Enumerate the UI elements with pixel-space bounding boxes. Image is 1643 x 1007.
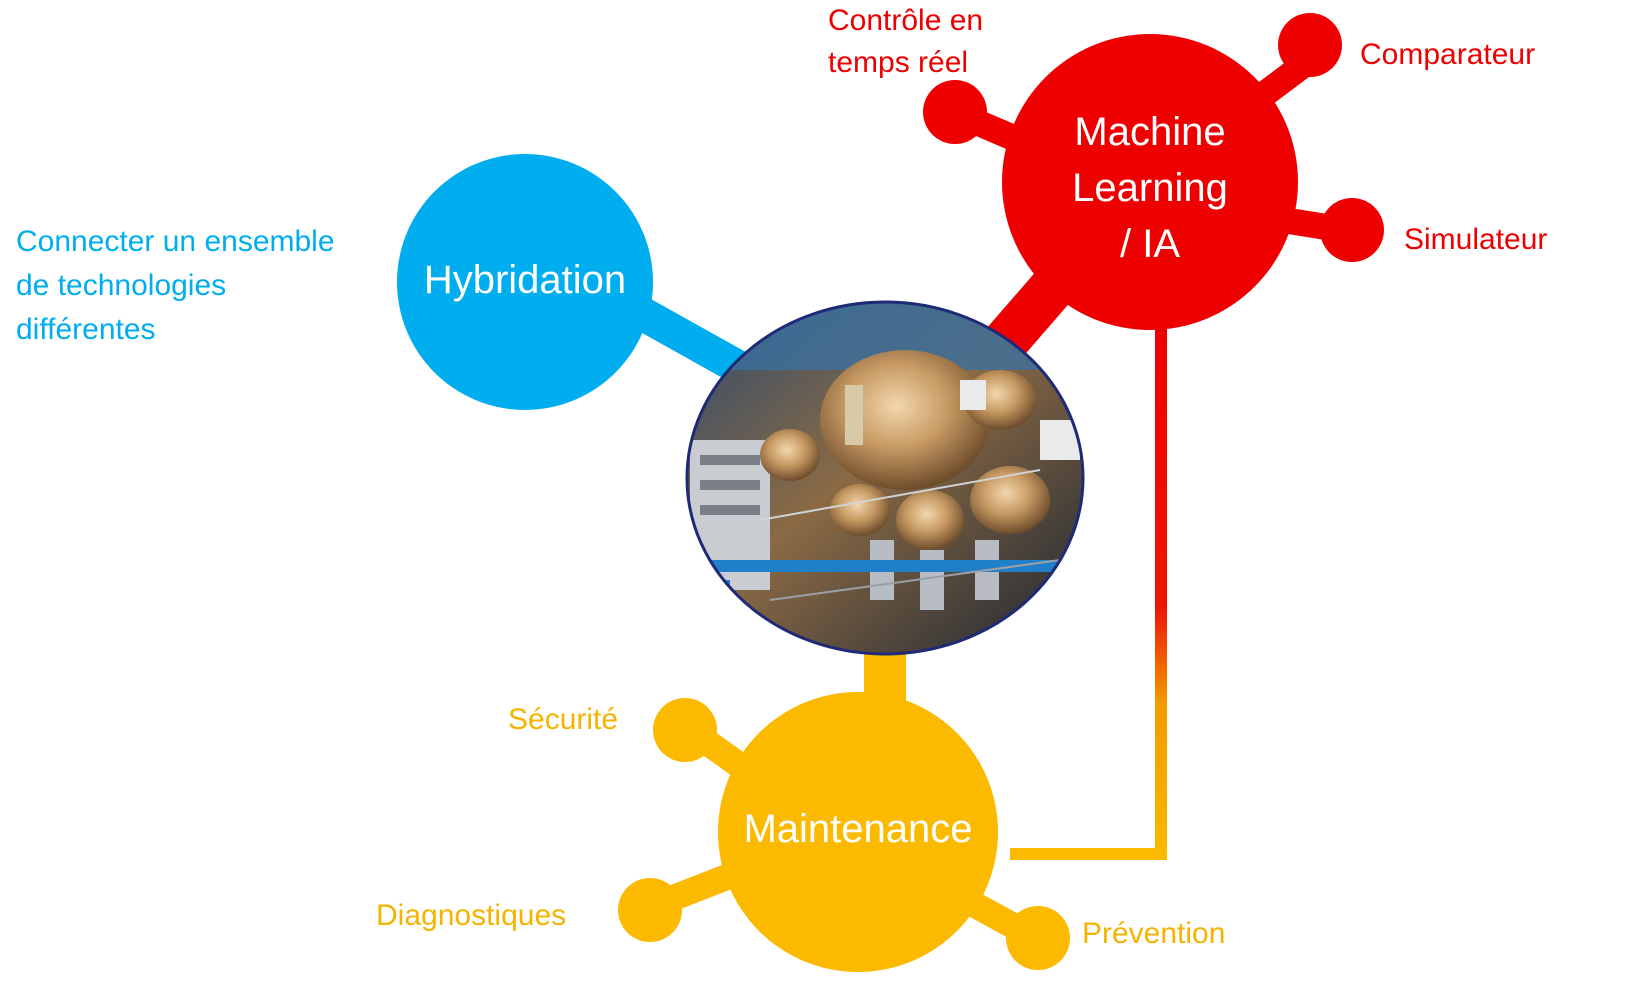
- hybridation-title: Hybridation: [423, 258, 627, 302]
- security-label: Sécurité: [508, 703, 619, 736]
- machine-learning-title-line-1: Machine: [1074, 110, 1226, 154]
- hybridation-description: Connecter un ensemble de technologies di…: [16, 220, 335, 352]
- simulator-label: Simulateur: [1404, 223, 1548, 256]
- machine-learning-title-line-3: / IA: [1119, 222, 1181, 266]
- branch-prevention: [968, 893, 1070, 970]
- connector-ml-to-maintenance: [1010, 300, 1167, 860]
- branch-diagnostics: [618, 857, 750, 942]
- machine-learning-title: Machine Learning / IA: [1030, 104, 1270, 272]
- hybridation-description-line-3: différentes: [16, 313, 156, 346]
- hybridation-description-line-2: de technologies: [16, 269, 227, 302]
- machine-learning-title-line-2: Learning: [1072, 166, 1228, 210]
- node-machine-learning: [1002, 34, 1298, 330]
- node-hybridation: [397, 154, 653, 410]
- hybridation-description-line-1: Connecter un ensemble: [16, 225, 335, 258]
- node-maintenance: [718, 692, 998, 972]
- realtime-control-label-line-2: temps réel: [828, 46, 969, 79]
- realtime-control-label: Contrôle en temps réel: [828, 0, 983, 84]
- maintenance-title: Maintenance: [743, 807, 973, 851]
- realtime-control-label-line-1: Contrôle en: [828, 4, 984, 37]
- diagnostics-label: Diagnostiques: [376, 899, 567, 932]
- comparator-label: Comparateur: [1360, 38, 1536, 71]
- prevention-label: Prévention: [1082, 917, 1226, 950]
